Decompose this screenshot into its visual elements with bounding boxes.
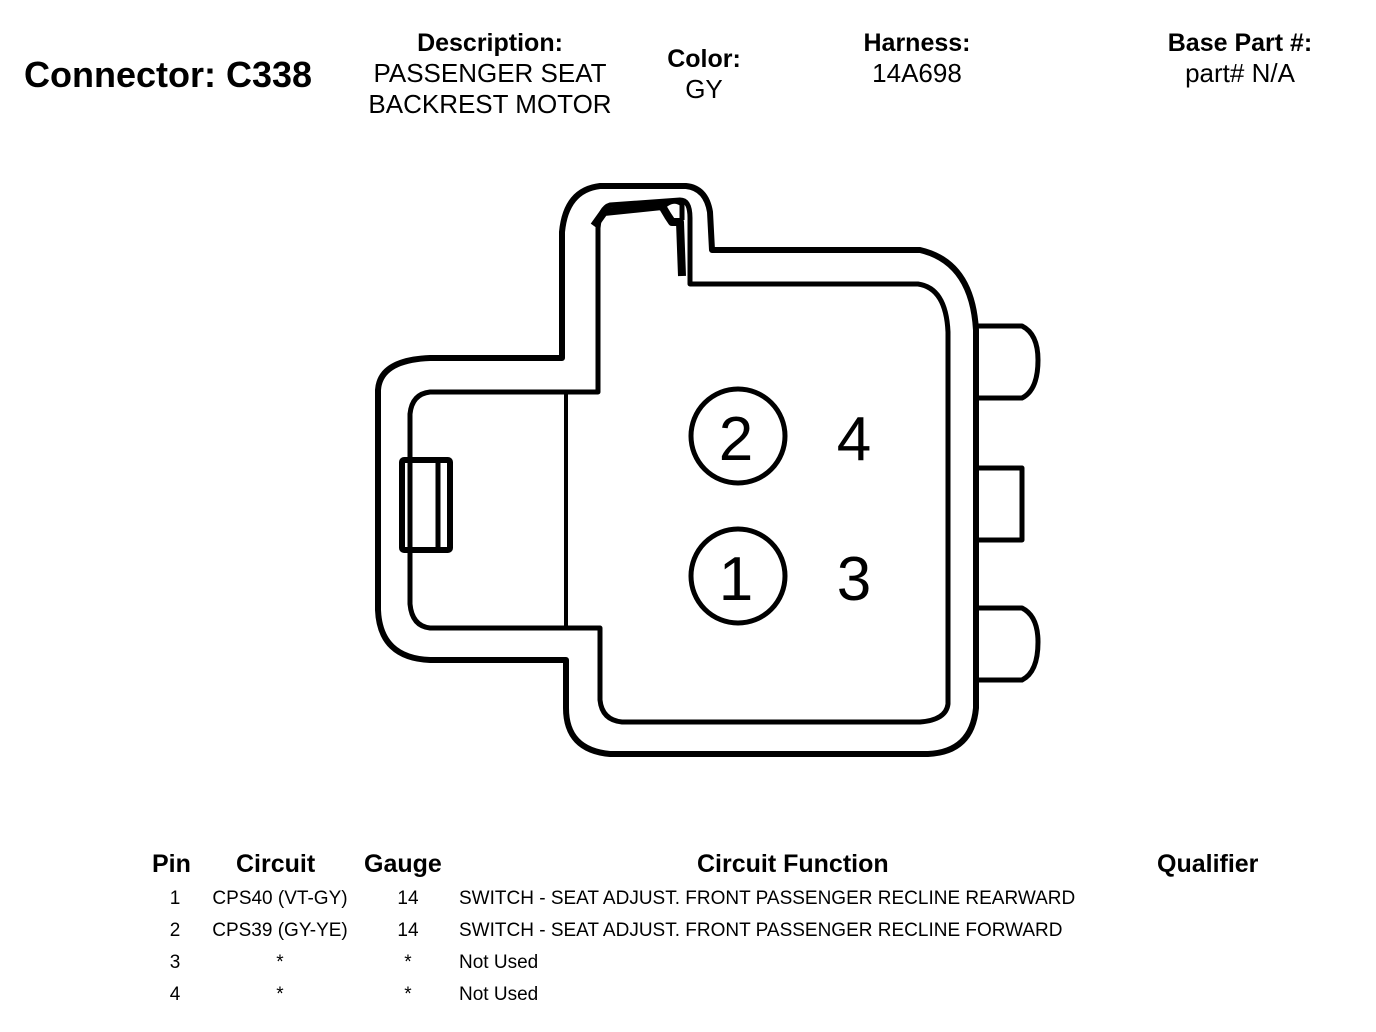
left-key-tab	[399, 457, 453, 553]
row-2-pin: 2	[169, 920, 181, 941]
row-4-circuit: *	[276, 984, 284, 1005]
right-tab-top	[976, 323, 1041, 401]
pin-label-4: 4	[837, 405, 871, 474]
row-1-circuit: CPS40 (VT-GY)	[212, 888, 348, 909]
row-3-pin: 3	[169, 952, 181, 973]
harness-block: Harness: 14A698	[812, 28, 1022, 89]
row-4-function: Not Used	[459, 984, 539, 1005]
row-2-gauge: 14	[397, 920, 419, 941]
header-qualifier: Qualifier	[1157, 850, 1259, 878]
row-1-gauge: 14	[397, 888, 419, 909]
row-2-function: SWITCH - SEAT ADJUST. FRONT PASSENGER RE…	[459, 920, 1063, 941]
harness-label: Harness:	[863, 29, 971, 57]
harness-value: 14A698	[872, 58, 962, 88]
pin-label-1: 1	[719, 545, 753, 614]
header-gauge: Gauge	[364, 850, 442, 878]
color-value: GY	[685, 74, 723, 104]
latch-notch	[658, 198, 685, 220]
top-latch	[590, 202, 686, 277]
row-3-function: Not Used	[459, 952, 539, 973]
description-label: Description:	[417, 29, 563, 57]
base-part-block: Base Part #: part# N/A	[1130, 28, 1350, 89]
pin-label-2: 2	[719, 405, 753, 474]
description-block: Description: PASSENGER SEAT BACKREST MOT…	[340, 28, 640, 120]
pin-2-circle	[688, 386, 788, 486]
color-label: Color:	[667, 45, 741, 73]
description-line-1: PASSENGER SEAT	[373, 58, 607, 88]
housing-outer-outline	[375, 183, 979, 757]
row-3-circuit: *	[276, 952, 284, 973]
row-1-function: SWITCH - SEAT ADJUST. FRONT PASSENGER RE…	[459, 888, 1076, 909]
row-4-gauge: *	[404, 984, 412, 1005]
connector-title: Connector: C338	[24, 54, 313, 95]
base-part-value: part# N/A	[1185, 58, 1295, 88]
pin-1-circle	[688, 526, 788, 626]
right-tab-bottom	[976, 605, 1041, 683]
right-tab-middle	[976, 465, 1025, 543]
base-part-label: Base Part #:	[1167, 29, 1313, 57]
header-circuit: Circuit	[236, 850, 316, 878]
housing-inner-outline	[407, 197, 951, 725]
color-block: Color: GY	[644, 44, 764, 105]
row-2-circuit: CPS39 (GY-YE)	[212, 920, 348, 941]
header-circuit-function: Circuit Function	[697, 850, 889, 878]
row-4-pin: 4	[169, 984, 181, 1005]
description-line-2: BACKREST MOTOR	[368, 89, 612, 119]
pin-label-3: 3	[837, 545, 871, 614]
header-pin: Pin	[152, 850, 191, 878]
row-1-pin: 1	[169, 888, 181, 909]
row-3-gauge: *	[404, 952, 412, 973]
